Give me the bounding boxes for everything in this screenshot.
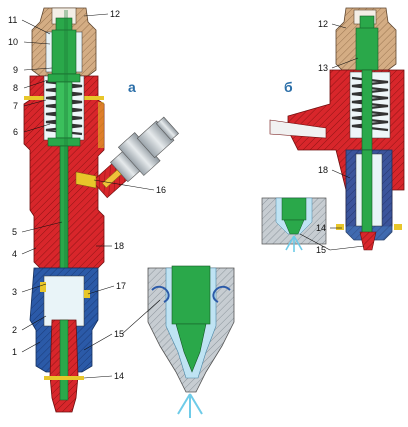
label-12: 12 [110, 9, 120, 19]
label-8: 8 [13, 83, 18, 93]
label-1: 1 [12, 347, 17, 357]
label-3: 3 [12, 287, 17, 297]
injector-a: а [23, 7, 179, 413]
label-10: 10 [8, 37, 18, 47]
label-4: 4 [12, 249, 17, 259]
fuel-inlet-fitting-a [75, 116, 179, 199]
labels-a: 11 12 10 9 8 7 6 16 5 4 18 3 17 2 1 15 1… [8, 9, 166, 381]
label-2: 2 [12, 325, 17, 335]
label-16: 16 [156, 185, 166, 195]
label-b-15: 15 [316, 245, 326, 255]
label-9: 9 [13, 65, 18, 75]
injector-b: б [269, 7, 405, 251]
labels-b: 12 13 18 14 15 [316, 19, 328, 255]
view-label-b: б [284, 79, 293, 95]
label-6: 6 [13, 127, 18, 137]
label-b-18: 18 [318, 165, 328, 175]
label-b-14: 14 [316, 223, 326, 233]
label-17: 17 [116, 281, 126, 291]
label-15: 15 [114, 329, 124, 339]
leader-lines [21, 13, 365, 379]
label-b-13: 13 [318, 63, 328, 73]
label-5: 5 [12, 227, 17, 237]
label-18: 18 [114, 241, 124, 251]
label-11: 11 [8, 15, 17, 25]
nozzle-tip-detail-a [147, 265, 235, 418]
view-label-a: а [128, 79, 136, 95]
label-7: 7 [13, 101, 18, 111]
label-b-12: 12 [318, 19, 328, 29]
nozzle-tip-detail-b [261, 197, 327, 252]
label-14: 14 [114, 371, 124, 381]
nozzle-body-a [44, 319, 84, 413]
